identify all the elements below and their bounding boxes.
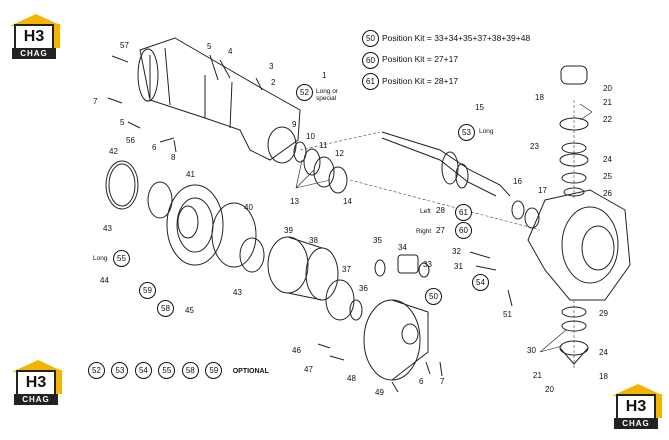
optional-num: 52 bbox=[88, 362, 105, 379]
callout: 17 bbox=[538, 186, 547, 195]
steering-knuckle bbox=[527, 189, 631, 301]
callout: 57 bbox=[120, 41, 129, 50]
legend-num: 60 bbox=[362, 51, 379, 69]
callout: 29 bbox=[599, 309, 608, 318]
callout-circled: 52 bbox=[296, 84, 313, 101]
callout: 6 bbox=[152, 143, 157, 152]
callout: 51 bbox=[503, 310, 512, 319]
note-long-53: Long bbox=[479, 128, 494, 135]
callout: 20 bbox=[545, 385, 554, 394]
optional-num: 54 bbox=[134, 362, 152, 379]
callout: 15 bbox=[475, 103, 484, 112]
optional-num: 55 bbox=[158, 362, 176, 379]
callout: 7 bbox=[440, 377, 445, 386]
callout: 30 bbox=[527, 346, 536, 355]
callout: 47 bbox=[304, 365, 313, 374]
callout: 23 bbox=[530, 142, 539, 151]
callout: 27 bbox=[436, 226, 445, 235]
brand-logo-bottom-right: H3 CHAG bbox=[612, 384, 664, 430]
callout: 22 bbox=[603, 115, 612, 124]
callout: 24 bbox=[599, 348, 608, 357]
callout: 44 bbox=[100, 276, 109, 285]
legend-text: Position Kit = 27+17 bbox=[382, 54, 459, 65]
callout: 24 bbox=[603, 155, 612, 164]
callout: 14 bbox=[343, 197, 352, 206]
optional-num: 58 bbox=[181, 362, 199, 379]
legend-text: Position Kit = 28+17 bbox=[382, 75, 459, 86]
callout: 39 bbox=[284, 226, 293, 235]
callout: 21 bbox=[603, 98, 612, 107]
callout: 34 bbox=[398, 243, 407, 252]
note-long-or-special: Long or special bbox=[316, 88, 339, 102]
axle-housing bbox=[139, 37, 301, 161]
callout-circled: 61 bbox=[455, 204, 472, 221]
callout: 26 bbox=[603, 189, 612, 198]
callout: 12 bbox=[335, 149, 344, 158]
callout-circled: 60 bbox=[455, 222, 472, 239]
callout: 43 bbox=[233, 288, 242, 297]
optional-num: 59 bbox=[205, 362, 223, 379]
callout: 2 bbox=[271, 78, 276, 87]
callout: 32 bbox=[452, 247, 461, 256]
callout: 10 bbox=[306, 132, 315, 141]
callout-circled: 55 bbox=[113, 250, 130, 267]
callout: 31 bbox=[454, 262, 463, 271]
callout: 41 bbox=[186, 170, 195, 179]
optional-parts-row: 52 53 54 55 58 59 OPTIONAL bbox=[88, 360, 269, 379]
callout: 8 bbox=[171, 153, 176, 162]
callout-circled: 50 bbox=[425, 288, 442, 305]
callout: 5 bbox=[207, 42, 212, 51]
callout: 40 bbox=[244, 203, 253, 212]
callout: 21 bbox=[533, 371, 542, 380]
callout: 46 bbox=[292, 346, 301, 355]
optional-label: OPTIONAL bbox=[232, 368, 269, 375]
note-right: Right bbox=[416, 228, 432, 235]
legend-text: Position Kit = 33+34+35+37+38+39+48 bbox=[382, 33, 531, 43]
callout: 6 bbox=[419, 377, 424, 386]
callout: 18 bbox=[535, 93, 544, 102]
callout: 35 bbox=[373, 236, 382, 245]
callout: 5 bbox=[120, 118, 125, 127]
callout: 25 bbox=[603, 172, 612, 181]
callout: 49 bbox=[375, 388, 384, 397]
callout: 48 bbox=[347, 374, 356, 383]
callout: 16 bbox=[513, 177, 522, 186]
callout: 18 bbox=[599, 372, 608, 381]
brand-logo-bottom-left: H3 CHAG bbox=[12, 360, 64, 406]
callout: 56 bbox=[126, 136, 135, 145]
callout-circled: 53 bbox=[458, 124, 475, 141]
callout: 42 bbox=[109, 147, 118, 156]
callout: 9 bbox=[292, 120, 297, 129]
drive-shaft bbox=[381, 131, 511, 197]
callout-circled: 59 bbox=[139, 282, 156, 299]
note-long-55: Long bbox=[93, 255, 108, 262]
brand-logo-top-left: H3 CHAG bbox=[10, 14, 62, 60]
callout: 13 bbox=[290, 197, 299, 206]
callout-circled: 54 bbox=[472, 274, 489, 291]
callout: 1 bbox=[322, 71, 327, 80]
callout: 20 bbox=[603, 84, 612, 93]
callout: 4 bbox=[228, 47, 233, 56]
callout: 7 bbox=[93, 97, 98, 106]
callout: 45 bbox=[185, 306, 194, 315]
legend-num: 61 bbox=[362, 72, 379, 90]
legend-num: 50 bbox=[362, 30, 379, 48]
callout: 37 bbox=[342, 265, 351, 274]
callout-circled: 58 bbox=[157, 300, 174, 317]
note-left: Left bbox=[420, 208, 431, 215]
callout: 28 bbox=[436, 206, 445, 215]
callout: 43 bbox=[103, 224, 112, 233]
callout: 3 bbox=[269, 62, 274, 71]
optional-num: 53 bbox=[111, 362, 129, 379]
callout: 33 bbox=[423, 260, 432, 269]
callout: 11 bbox=[319, 141, 328, 150]
callout: 36 bbox=[359, 284, 368, 293]
callout: 38 bbox=[309, 236, 318, 245]
